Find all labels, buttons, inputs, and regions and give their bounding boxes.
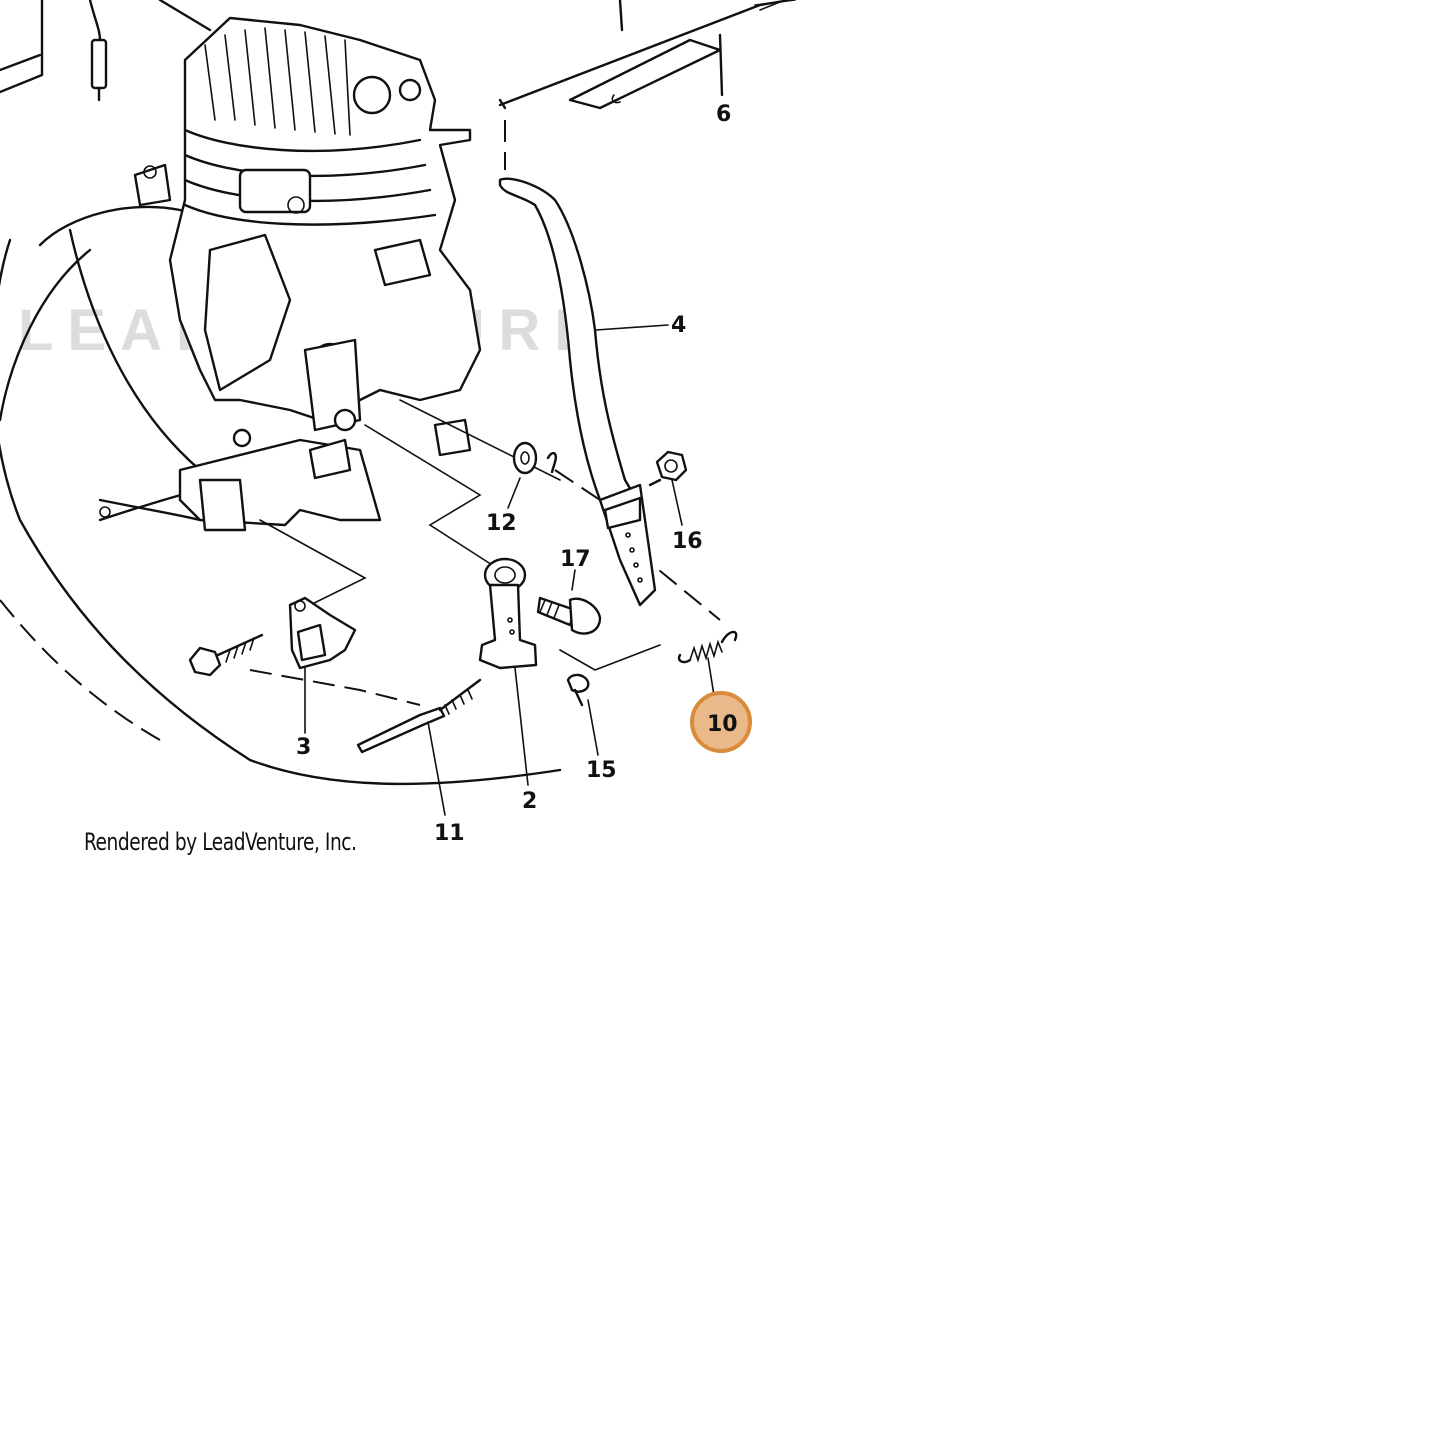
callout-6: 6 (716, 102, 731, 127)
leader-lines (304, 324, 717, 816)
engine-cylinder-head (133, 16, 482, 432)
callout-16: 16 (672, 529, 703, 554)
part-2-bellcrank (478, 557, 538, 670)
callout-17: 17 (560, 547, 591, 572)
callout-15: 15 (586, 758, 617, 783)
part-11-pin (356, 678, 482, 754)
engine-base (98, 418, 472, 532)
part-12-washer (512, 441, 557, 475)
callout-4: 4 (671, 313, 686, 338)
part-15-screw (566, 673, 590, 707)
render-credit: Rendered by LeadVenture, Inc. (84, 828, 357, 856)
highlight-circle (690, 691, 752, 753)
callout-11: 11 (434, 821, 465, 846)
callout-12: 12 (486, 511, 517, 536)
part-3-bracket (188, 596, 357, 677)
part-6-rod (498, 0, 796, 110)
part-4-lever (498, 177, 662, 607)
part-10-spring (677, 630, 738, 664)
callout-10: 10 (707, 712, 738, 737)
callout-2: 2 (522, 789, 537, 814)
part-16-nut (655, 450, 688, 482)
part-17-bolt (536, 596, 602, 635)
ignition-wire (0, 0, 212, 102)
callout-3: 3 (296, 735, 311, 760)
